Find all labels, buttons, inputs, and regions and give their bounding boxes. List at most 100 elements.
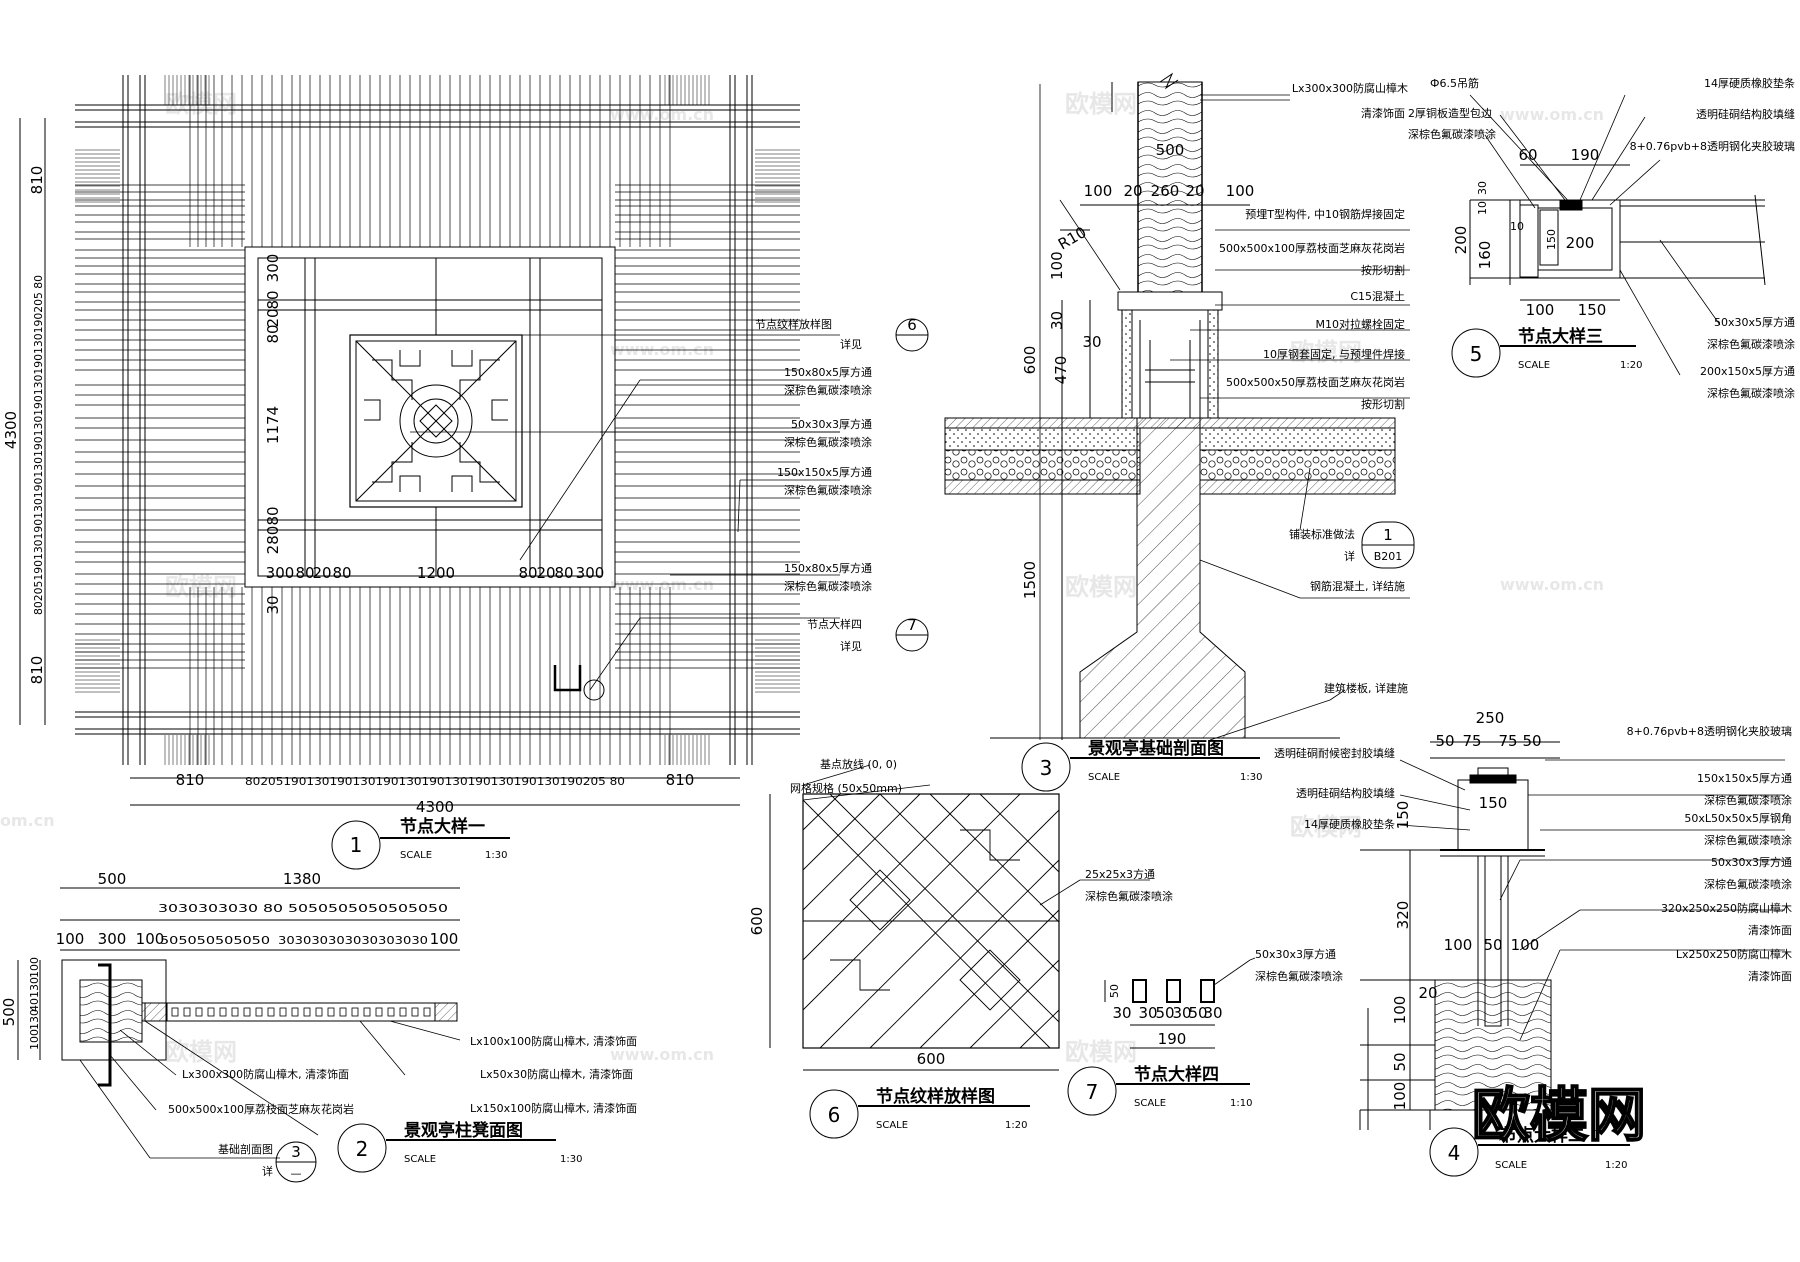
svg-text:按形切割: 按形切割: [1361, 397, 1405, 411]
svg-text:300: 300: [98, 930, 127, 948]
svg-text:80: 80: [295, 564, 314, 582]
dim-total-vertical: 4300: [2, 411, 20, 449]
dim-bottom-series: 8020519013019013019013019013019013019013…: [245, 775, 625, 788]
svg-text:深棕色氟碳漆喷涂: 深棕色氟碳漆喷涂: [1408, 127, 1496, 141]
svg-text:50: 50: [1108, 984, 1121, 998]
svg-text:1:30: 1:30: [485, 850, 507, 861]
detail-7-title: 节点大样四: [1134, 1064, 1219, 1085]
svg-text:10: 10: [1510, 220, 1524, 233]
svg-text:5: 5: [1470, 342, 1483, 366]
svg-text:600: 600: [748, 907, 766, 936]
svg-text:深棕色氟碳漆喷涂: 深棕色氟碳漆喷涂: [1085, 889, 1173, 903]
svg-text:3: 3: [291, 1143, 301, 1161]
svg-text:基点放线 (0, 0): 基点放线 (0, 0): [820, 757, 897, 771]
svg-text:30: 30: [1138, 1004, 1157, 1022]
svg-text:1:20: 1:20: [1605, 1160, 1627, 1171]
leaders: [410, 334, 840, 691]
detail-1-plan: [75, 75, 840, 765]
svg-text:8+0.76pvb+8透明钢化夹胶玻璃: 8+0.76pvb+8透明钢化夹胶玻璃: [1627, 724, 1792, 738]
svg-text:1380: 1380: [283, 870, 321, 888]
bench-slat: [279, 1007, 287, 1017]
detail-6-title: 节点纹样放样图: [876, 1086, 995, 1107]
pattern-stroke: [969, 959, 1060, 1049]
svg-text:8+0.76pvb+8透明钢化夹胶玻璃: 8+0.76pvb+8透明钢化夹胶玻璃: [1630, 139, 1795, 153]
svg-text:30: 30: [1172, 1004, 1191, 1022]
svg-text:1:20: 1:20: [1005, 1120, 1027, 1131]
bench-slat: [411, 1007, 419, 1017]
watermark-logo: 欧模网: [165, 573, 237, 601]
fret-pattern-layout: [802, 793, 1060, 1049]
detail-1-dimensions: 4300 810 810 802051901301901301901301901…: [2, 118, 929, 870]
bench-slat: [339, 1007, 347, 1017]
svg-text:1: 1: [1383, 526, 1393, 544]
svg-text:260: 260: [1151, 182, 1180, 200]
watermark-logo: 欧模网: [1290, 813, 1362, 841]
bench-slat: [327, 1007, 335, 1017]
watermark-logo: 欧模网: [1065, 573, 1137, 601]
svg-text:R10: R10: [1055, 223, 1090, 253]
pattern-stroke: [919, 909, 1060, 1049]
svg-text:300: 300: [266, 564, 295, 582]
svg-text:Lx250x250防腐山樟木: Lx250x250防腐山樟木: [1676, 947, 1792, 961]
svg-text:130: 130: [28, 1009, 41, 1030]
callout-detail1-2: 50x30x3厚方通: [791, 417, 872, 431]
svg-text:Lx100x100防腐山樟木, 清漆饰面: Lx100x100防腐山樟木, 清漆饰面: [470, 1034, 637, 1048]
detail-2-title: 景观亭柱凳面图: [404, 1120, 523, 1141]
detail-3-foundation-section: 500 100 20 260 20 100 R10 100 30 30 600 …: [944, 72, 1415, 792]
svg-text:100: 100: [1084, 182, 1113, 200]
watermark-url: om.cn: [0, 811, 55, 830]
svg-text:150: 150: [1479, 794, 1508, 812]
svg-text:80: 80: [518, 564, 537, 582]
pattern-stroke: [849, 869, 911, 931]
svg-text:20: 20: [536, 564, 555, 582]
svg-text:1200: 1200: [417, 564, 455, 582]
svg-text:详: 详: [1344, 549, 1355, 563]
pattern-stroke: [1019, 1009, 1060, 1049]
svg-text:深棕色氟碳漆喷涂: 深棕色氟碳漆喷涂: [784, 383, 872, 397]
svg-text:SCALE: SCALE: [1088, 772, 1120, 783]
svg-text:20: 20: [1123, 182, 1142, 200]
bench-slat: [303, 1007, 311, 1017]
svg-text:50: 50: [1391, 1052, 1409, 1071]
bench-slat: [195, 1007, 203, 1017]
pattern-stroke: [929, 793, 1060, 923]
svg-text:470: 470: [1052, 356, 1070, 385]
callout-detail1-1: 150x80x5厚方通: [784, 365, 872, 379]
pattern-stroke: [959, 949, 1021, 1011]
svg-text:2厚铜板造型包边: 2厚铜板造型包边: [1408, 106, 1492, 120]
svg-text:50xL50x50x5厚钢角: 50xL50x50x5厚钢角: [1684, 812, 1792, 825]
svg-text:200x150x5厚方通: 200x150x5厚方通: [1700, 364, 1795, 378]
detail-3-title: 景观亭基础剖面图: [1088, 738, 1224, 759]
svg-text:150x150x5厚方通: 150x150x5厚方通: [1697, 771, 1792, 785]
svg-text:100: 100: [28, 1029, 41, 1050]
svg-text:320x250x250防腐山樟木: 320x250x250防腐山樟木: [1661, 901, 1792, 915]
svg-text:50: 50: [1522, 732, 1541, 750]
dim-total-horizontal: 4300: [416, 798, 454, 816]
svg-text:清漆饰面: 清漆饰面: [1748, 923, 1792, 937]
svg-text:Lx300x300防腐山樟木: Lx300x300防腐山樟木: [1292, 81, 1408, 95]
svg-text:60: 60: [1518, 146, 1537, 164]
svg-text:SCALE: SCALE: [1518, 360, 1550, 371]
svg-text:100: 100: [1226, 182, 1255, 200]
pattern-stroke: [819, 809, 1060, 1049]
svg-text:Lx150x100防腐山樟木, 清漆饰面: Lx150x100防腐山樟木, 清漆饰面: [470, 1101, 637, 1115]
svg-text:14厚硬质橡胶垫条: 14厚硬质橡胶垫条: [1304, 817, 1395, 831]
detail-5-title: 节点大样三: [1518, 326, 1603, 347]
svg-text:20: 20: [264, 308, 282, 327]
svg-text:钢筋混凝土, 详结施: 钢筋混凝土, 详结施: [1310, 579, 1405, 593]
svg-text:100: 100: [1511, 936, 1540, 954]
watermark-url: www.om.cn: [1500, 575, 1604, 594]
svg-text:80: 80: [332, 564, 351, 582]
svg-text:4: 4: [1448, 1141, 1461, 1165]
svg-text:SCALE: SCALE: [876, 1120, 908, 1131]
watermark-url: www.om.cn: [610, 1045, 714, 1064]
svg-text:6: 6: [828, 1103, 841, 1127]
svg-text:深棕色氟碳漆喷涂: 深棕色氟碳漆喷涂: [1255, 969, 1343, 983]
pattern-stroke: [802, 793, 881, 871]
detail-2-number-bubble: [337, 1123, 387, 1173]
pattern-stroke: [802, 793, 841, 831]
detail-2-bench: 500 1380 3030303030 80 5050505050505050 …: [0, 870, 637, 1183]
svg-text:50: 50: [1483, 936, 1502, 954]
svg-text:深棕色氟碳漆喷涂: 深棕色氟碳漆喷涂: [784, 579, 872, 593]
svg-text:80: 80: [264, 290, 282, 309]
